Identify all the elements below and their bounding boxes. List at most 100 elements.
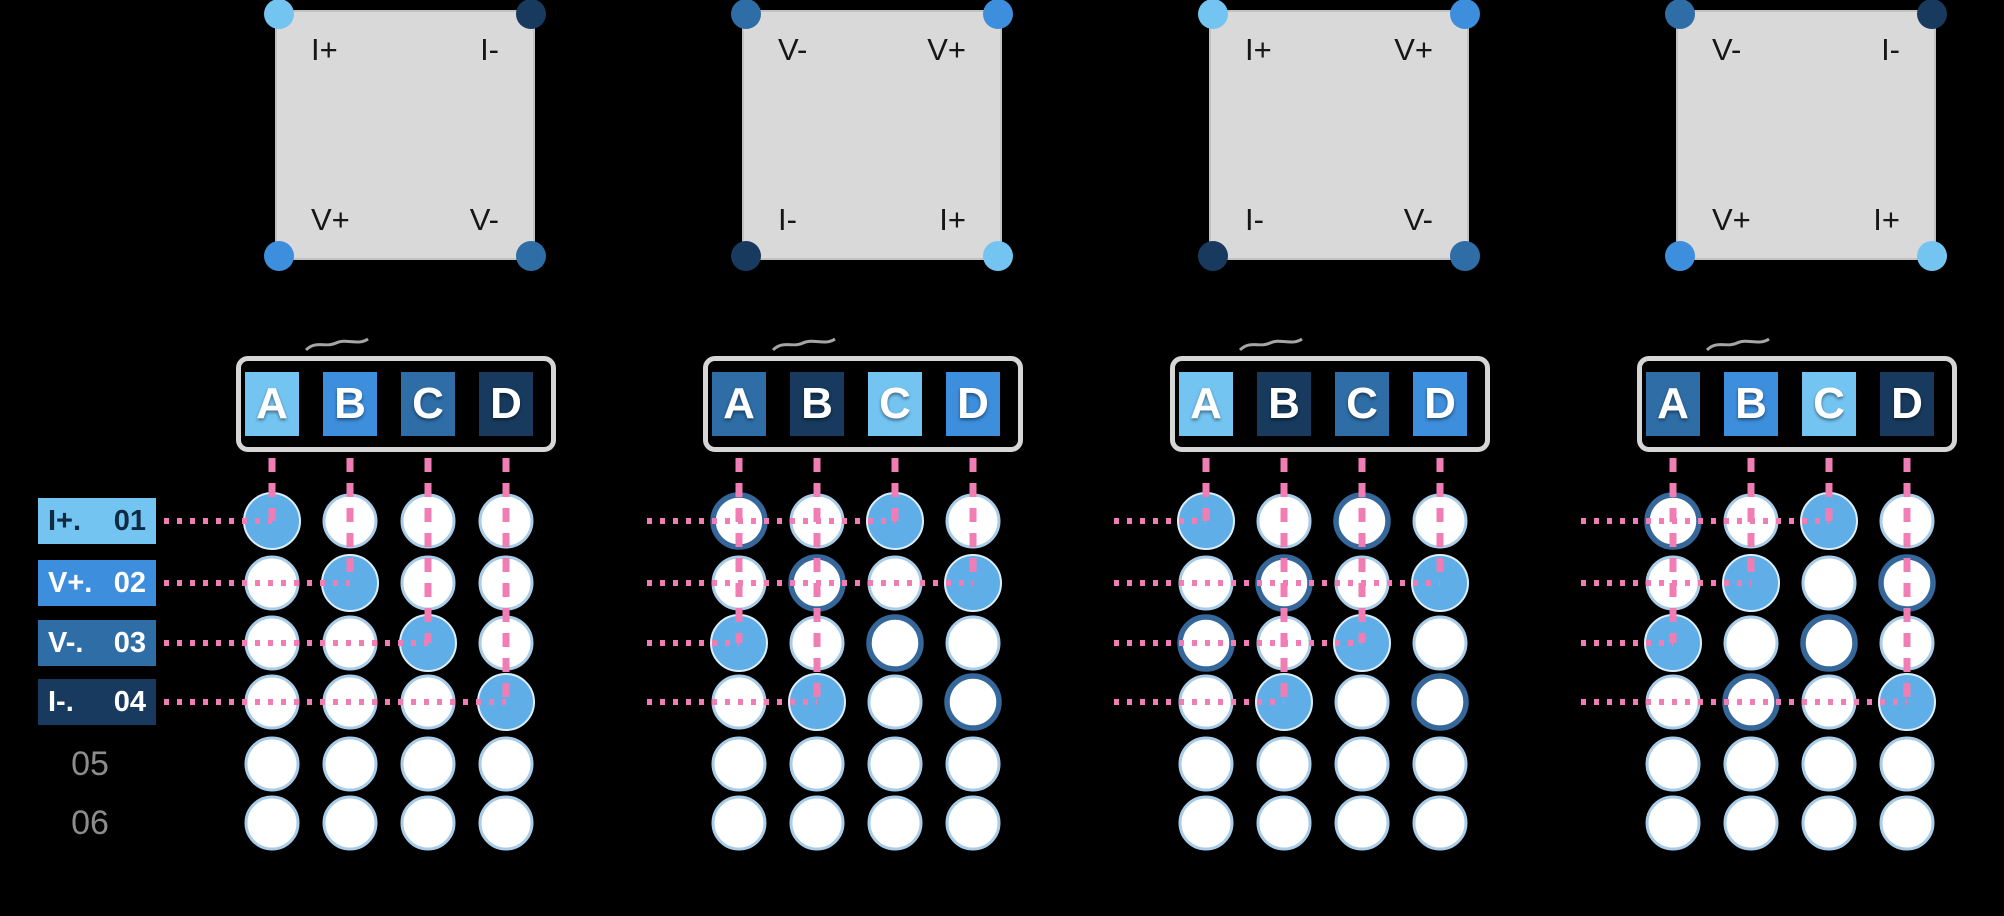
corner-label-br: V- — [469, 202, 499, 237]
header-pin-C-panel-1: C — [401, 372, 455, 436]
p2-hole-A06 — [711, 795, 767, 851]
corner-dot-tl — [264, 0, 294, 29]
p2-ghost-ring-C03 — [866, 614, 924, 672]
p2-hole-C05 — [867, 736, 923, 792]
corner-label-tl: V- — [1712, 32, 1742, 67]
corner-dot-tr — [1450, 0, 1480, 29]
corner-dot-tl — [731, 0, 761, 29]
p3-hole-C04 — [1334, 674, 1390, 730]
p1-hole-C05 — [400, 736, 456, 792]
corner-label-bl: V+ — [1712, 202, 1751, 237]
corner-label-tr: I- — [480, 32, 499, 67]
p3-hole-D05 — [1412, 736, 1468, 792]
corner-dot-tr — [983, 0, 1013, 29]
corner-dot-tl — [1665, 0, 1695, 29]
header-pin-C-panel-3: C — [1335, 372, 1389, 436]
p4-hole-D05 — [1879, 736, 1935, 792]
header-pin-B-panel-1: B — [323, 372, 377, 436]
p2-hole-A05 — [711, 736, 767, 792]
corner-label-br: V- — [1403, 202, 1433, 237]
p3-hole-B06 — [1256, 795, 1312, 851]
corner-dot-br — [1917, 241, 1947, 271]
corner-dot-br — [516, 241, 546, 271]
header-pin-C-panel-4: C — [1802, 372, 1856, 436]
p1-hole-C06 — [400, 795, 456, 851]
p3-hole-C06 — [1334, 795, 1390, 851]
p3-hole-D06 — [1412, 795, 1468, 851]
corner-label-tr: V+ — [1394, 32, 1433, 67]
p3-hole-D03 — [1412, 615, 1468, 671]
p4-ghost-ring-C03 — [1800, 614, 1858, 672]
row-label-terminal: V-. — [48, 626, 84, 659]
p4-hole-B06 — [1723, 795, 1779, 851]
p2-hole-C06 — [867, 795, 923, 851]
p2-hole-D06 — [945, 795, 1001, 851]
header-pin-D-panel-3: D — [1413, 372, 1467, 436]
p4-hole-C02 — [1801, 555, 1857, 611]
corner-label-tl: I+ — [311, 32, 338, 67]
p2-hole-B06 — [789, 795, 845, 851]
corner-dot-bl — [1665, 241, 1695, 271]
header-pin-B-panel-4: B — [1724, 372, 1778, 436]
p2-hole-D05 — [945, 736, 1001, 792]
sample-square-2: V- V+ I- I+ — [731, 0, 1013, 271]
row-label-03: V-. 03 — [38, 620, 156, 666]
corner-label-tl: I+ — [1245, 32, 1272, 67]
pin-header-3 — [1170, 356, 1490, 452]
sample-square-1: I+ I- V+ V- — [264, 0, 546, 271]
corner-label-bl: I- — [1245, 202, 1264, 237]
corner-dot-bl — [1198, 241, 1228, 271]
p4-hole-B05 — [1723, 736, 1779, 792]
row-label-number: 02 — [113, 566, 146, 599]
row-label-terminal: V+. — [48, 566, 93, 599]
p3-hole-B05 — [1256, 736, 1312, 792]
p4-hole-C05 — [1801, 736, 1857, 792]
p2-ghost-ring-D04 — [944, 673, 1002, 731]
corner-dot-tr — [1917, 0, 1947, 29]
p4-hole-C06 — [1801, 795, 1857, 851]
header-pin-B-panel-2: B — [790, 372, 844, 436]
p1-hole-B05 — [322, 736, 378, 792]
corner-label-bl: V+ — [311, 202, 350, 237]
sample-square-4: V-I-V+I+ — [1665, 0, 1947, 271]
corner-dot-tr — [516, 0, 546, 29]
p4-hole-B03 — [1723, 615, 1779, 671]
corner-label-bl: I- — [778, 202, 797, 237]
p3-hole-C05 — [1334, 736, 1390, 792]
p1-scribble — [304, 337, 369, 352]
corner-label-tr: V+ — [927, 32, 966, 67]
header-pin-A-panel-3: A — [1179, 372, 1233, 436]
p4-scribble — [1705, 337, 1770, 352]
p1-hole-A06 — [244, 795, 300, 851]
pin-header-2 — [703, 356, 1023, 452]
corner-dot-br — [1450, 241, 1480, 271]
p2-hole-D03 — [945, 615, 1001, 671]
p1-hole-B06 — [322, 795, 378, 851]
header-pin-D-panel-1: D — [479, 372, 533, 436]
p4-hole-A05 — [1645, 736, 1701, 792]
row-label-number: 03 — [113, 626, 146, 659]
row-label-02: V+. 02 — [38, 560, 156, 606]
p1-hole-A05 — [244, 736, 300, 792]
corner-label-tl: V- — [778, 32, 808, 67]
corner-dot-tl — [1198, 0, 1228, 29]
row-label-04: I-. 04 — [38, 679, 156, 725]
header-pin-C-panel-2: C — [868, 372, 922, 436]
header-pin-A-panel-2: A — [712, 372, 766, 436]
sample-square-3: I+ V+ I- V- — [1198, 0, 1480, 271]
header-pin-B-panel-3: B — [1257, 372, 1311, 436]
p2-scribble — [771, 337, 836, 352]
corner-label-tr: I- — [1881, 32, 1900, 67]
p1-hole-D05 — [478, 736, 534, 792]
corner-label-br: I+ — [939, 202, 966, 237]
header-pin-D-panel-2: D — [946, 372, 1000, 436]
corner-dot-br — [983, 241, 1013, 271]
p3-hole-A06 — [1178, 795, 1234, 851]
row-label-05: 05 — [71, 745, 109, 783]
p2-hole-C04 — [867, 674, 923, 730]
row-label-06: 06 — [71, 804, 109, 842]
row-label-number: 04 — [113, 685, 146, 718]
pin-header-1 — [236, 356, 556, 452]
